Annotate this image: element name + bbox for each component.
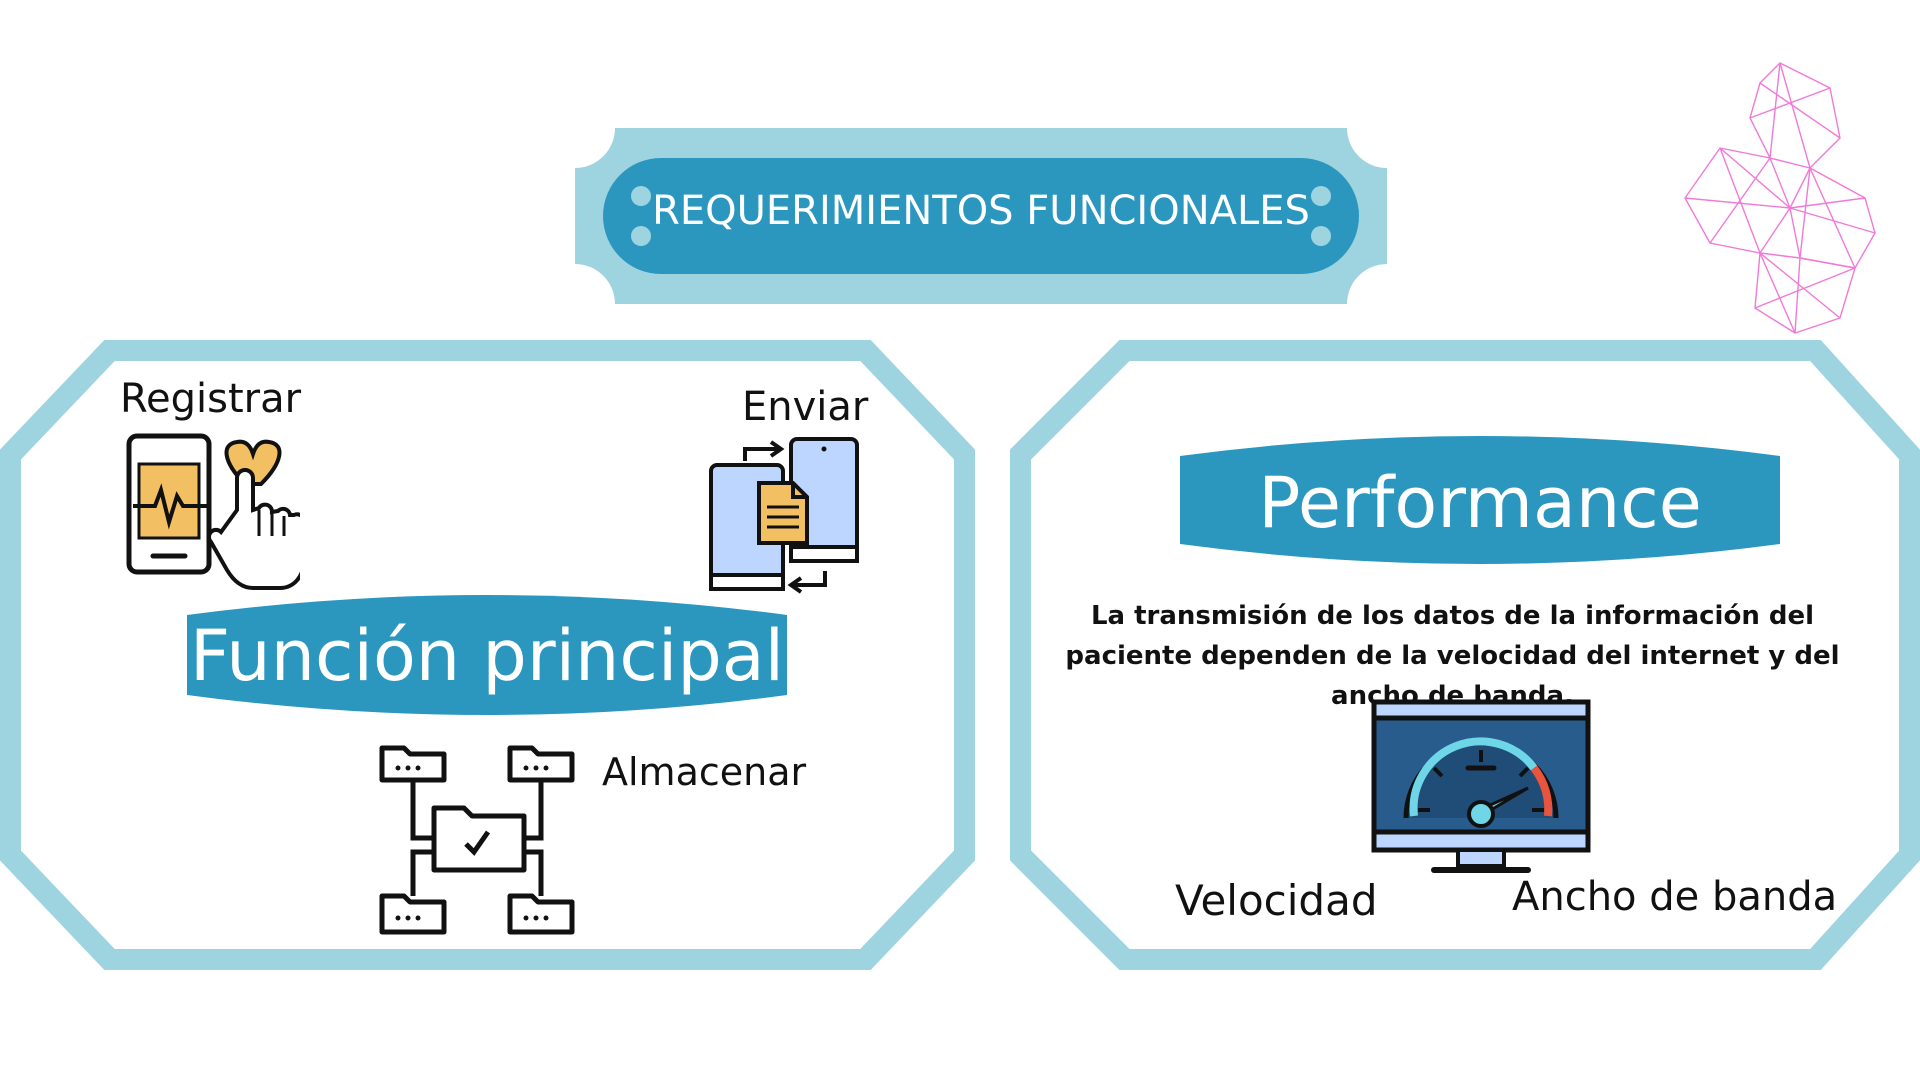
velocidad-label: Velocidad [1175, 876, 1378, 925]
speedometer-monitor-icon [1371, 699, 1591, 873]
phone-document-transfer-icon [709, 437, 859, 594]
performance-banner-title: Performance [1258, 462, 1702, 544]
function-banner-title: Función principal [189, 615, 785, 697]
registrar-label: Registrar [120, 376, 302, 422]
phone-heart-touch-icon [126, 433, 300, 590]
page-title: REQUERIMIENTOS FUNCIONALES [652, 188, 1310, 234]
function-banner-shape [187, 595, 787, 715]
performance-banner-shape [1180, 436, 1780, 564]
title-plaque [575, 128, 1387, 304]
polygon-mesh-icon [1684, 62, 1876, 334]
folder-network-icon [379, 745, 575, 935]
enviar-label: Enviar [742, 384, 869, 430]
performance-description: La transmisión de los datos de la inform… [1065, 601, 1840, 711]
almacenar-label: Almacenar [602, 750, 807, 794]
ancho-de-banda-label: Ancho de banda [1512, 874, 1838, 920]
